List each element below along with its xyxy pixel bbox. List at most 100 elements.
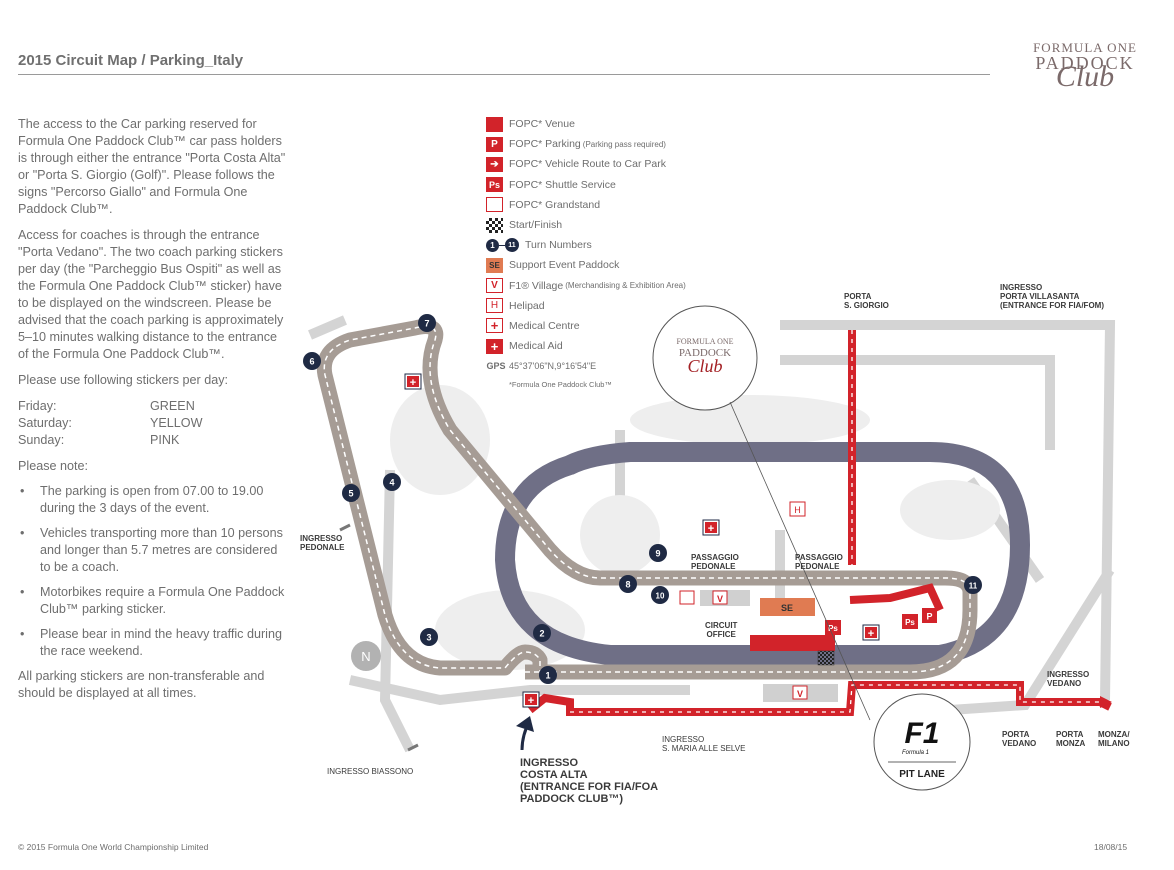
turn-3-label: 3 [426,633,431,643]
label-line: PEDONALE [300,543,345,552]
label-line: PADDOCK CLUB™) [520,793,624,805]
medical-cross-bg [705,522,717,533]
turn-1: 1 [539,666,557,684]
turn-5-label: 5 [348,489,353,499]
logo-line-1: FORMULA ONE [1033,40,1137,55]
coach-access-paragraph: Access for coaches is through the entran… [18,228,284,361]
turn-badge: 1 [486,238,499,252]
medical-aid-icon: + [486,338,503,354]
label-line: MILANO [1098,739,1130,748]
sticker-row: Saturday: YELLOW [18,415,286,432]
support-paddock-icon: SE [486,257,503,273]
paddock-club-logo: FORMULA ONE PADDOCK Club [1000,40,1170,94]
turn-badge: 11 [505,238,519,253]
turn-9-label: 9 [655,549,660,559]
shuttle-icon: Ps [486,177,503,193]
circuit-map: SE V V H P Ps Ps + + + + 1 2 3 4 5 6 [303,305,1116,791]
sticker-day: Sunday: [18,433,65,447]
sticker-day: Saturday: [18,416,72,430]
route-end-arrow [1100,696,1112,708]
high-speed-oval [494,442,1031,665]
turn-11: 11 [964,576,982,594]
legend-row-start: Start/Finish [486,215,686,235]
sticker-color: PINK [150,433,180,447]
sticker-row: Sunday: PINK [18,432,286,449]
shuttle-icon [825,620,841,635]
pit-lane-callout [873,693,971,791]
page-title: 2015 Circuit Map / Parking_Italy [18,52,244,69]
legend-label: FOPC* Shuttle Service [509,178,616,191]
turn-2-label: 2 [539,629,544,639]
label-line: OFFICE [706,630,736,639]
footer-date: 18/08/15 [1094,842,1128,852]
label-line: VEDANO [1047,679,1082,688]
turn-connector [499,244,505,246]
legend-label: F1® Village [509,279,564,292]
label-ingresso-biassono: INGRESSO BIASSONO [327,767,414,776]
label-monza-milano: MONZA/ MILANO [1098,730,1130,748]
village-icon: V [486,278,503,294]
turn-11-label: 11 [969,582,978,591]
label-ingresso-costa-alta: INGRESSO COSTA ALTA (ENTRANCE FOR FIA/FO… [520,757,658,805]
sticker-day: Friday: [18,399,57,413]
parking-access-paragraph: The access to the Car parking reserved f… [18,117,286,216]
callout-logo-line-2: PADDOCK [679,347,731,359]
label-line: PORTA [844,292,872,301]
medical-cross: + [868,628,874,640]
shuttle-label: Ps [828,624,838,633]
grandstand-swatch [486,197,503,213]
label-line: PORTA [1056,730,1084,739]
pit-lane-label: PIT LANE [899,769,945,780]
footer-copyright: © 2015 Formula One World Championship Li… [18,842,209,852]
label-line: S. MARIA ALLE SELVE [662,744,746,753]
legend-label: 45°37'06"N,9°16'54"E [509,361,597,372]
medical-cross: + [528,695,534,707]
label-line: S. GIORGIO [844,301,889,310]
label-porta-vedano: PORTA VEDANO [1002,730,1036,748]
label-s-maria-alle-selve: INGRESSO S. MARIA ALLE SELVE [662,735,745,753]
support-event-paddock [760,598,815,616]
f1-logo-subtitle: Formula 1 [902,750,929,756]
label-line: INGRESSO [1000,283,1043,292]
parking-icon: P [486,136,503,152]
medical-cross: + [708,523,714,535]
turn-markers: 1 2 3 4 5 6 7 8 9 10 11 [303,314,982,684]
medical-cross: + [410,377,416,389]
start-finish-line [817,650,835,666]
turn-8: 8 [619,575,637,593]
label-ingresso-pedonale: INGRESSO PEDONALE [300,534,344,552]
turn-10: 10 [651,586,669,604]
village-label: V [717,594,723,604]
helipad-label: H [794,505,801,515]
legend-row-support: SE Support Event Paddock [486,255,686,275]
sticker-color: YELLOW [150,416,203,430]
note-item: Please bear in mind the heavy traffic du… [18,626,286,660]
sticker-color: GREEN [150,399,195,413]
turn-5: 5 [342,484,360,502]
label-passaggio-pedonale-2: PASSAGGIO PEDONALE [795,553,843,571]
legend-label: Helipad [509,299,545,312]
label-porta-villasanta: INGRESSO PORTA VILLASANTA (ENTRANCE FOR … [1000,283,1104,310]
turn-1-label: 1 [545,671,550,681]
legend-label: FOPC* Grandstand [509,198,601,211]
logo-line-3: Club [1055,60,1115,93]
legend-row-grandstand: FOPC* Grandstand [486,195,686,215]
parking-label: P [926,612,932,622]
sticker-row: Friday: GREEN [18,398,286,415]
village-icon [712,590,728,605]
turn-6-label: 6 [309,357,314,367]
legend-note: (Parking pass required) [582,139,666,149]
medical-cross-bg [525,694,537,705]
label-line: INGRESSO [1047,670,1090,679]
medical-icons: + + + + [404,373,880,708]
legend-label: Support Event Paddock [509,259,620,272]
legend-row-turns: 1 11 Turn Numbers [486,235,686,255]
legend-label: Medical Centre [509,319,580,332]
label-line: COSTA ALTA [520,769,588,781]
turn-6: 6 [303,352,321,370]
f1-logo: F1 [904,717,939,750]
